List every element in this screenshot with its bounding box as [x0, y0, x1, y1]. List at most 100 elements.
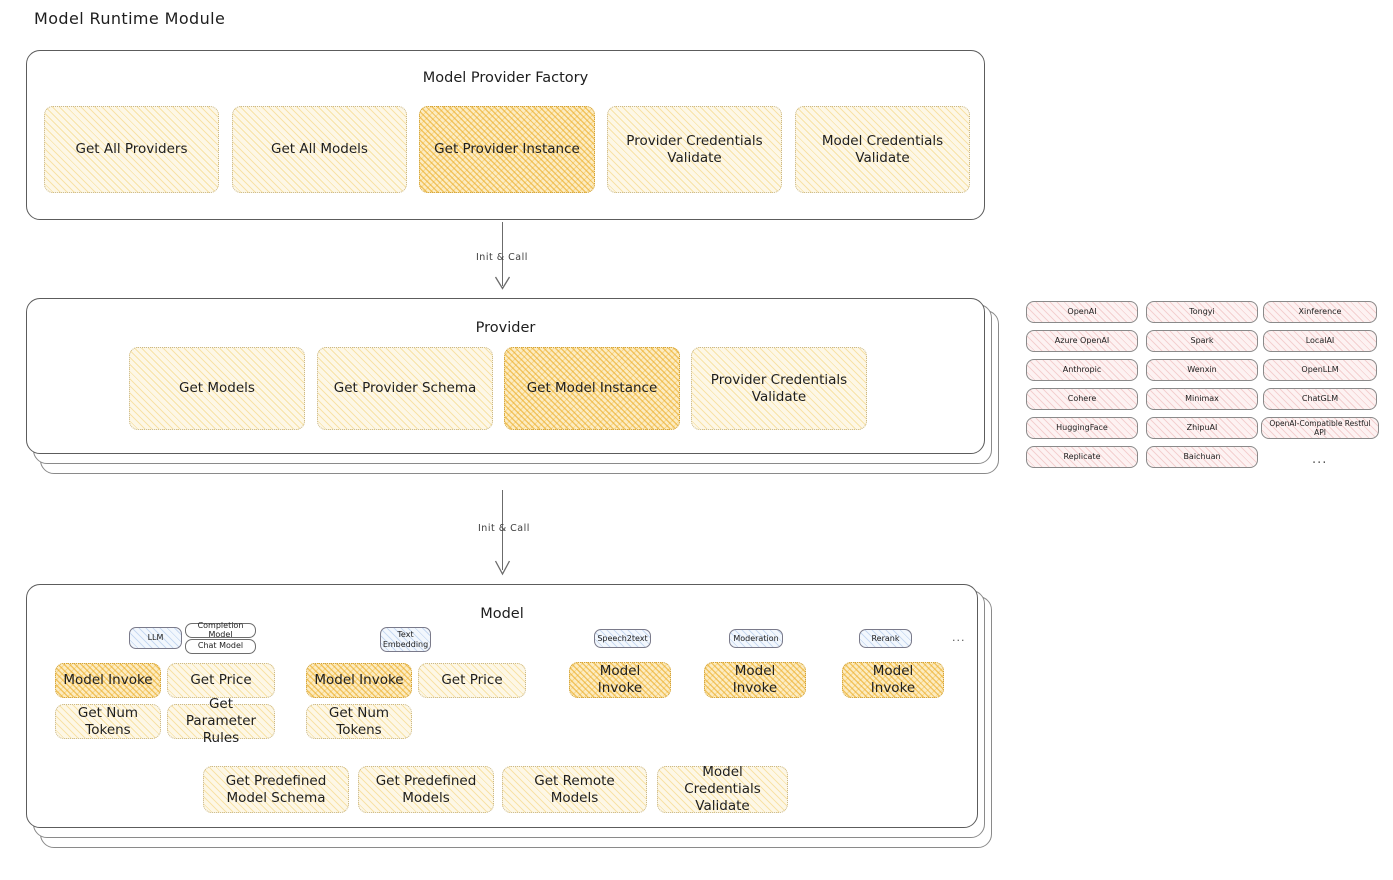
- provider-item-get-model-instance[interactable]: Get Model Instance: [504, 347, 680, 430]
- model-op-llm-model-invoke[interactable]: Model Invoke: [55, 663, 161, 698]
- model-op-llm-get-parameter-rules[interactable]: Get Parameter Rules: [167, 696, 275, 746]
- model-type-badge-llm[interactable]: LLM: [129, 627, 182, 649]
- model-op-label: Get Num Tokens: [328, 704, 390, 738]
- provider-chip-label: Spark: [1190, 336, 1214, 346]
- model-title: Model: [480, 606, 524, 622]
- provider-chip-label: Anthropic: [1062, 365, 1102, 375]
- provider-item-get-provider-schema[interactable]: Get Provider Schema: [317, 347, 493, 430]
- provider-chip-label: Xinference: [1298, 307, 1342, 317]
- model-common-op-get-predefined-model-schema[interactable]: Get Predefined Model Schema: [203, 766, 349, 813]
- factory-item-get-provider-instance[interactable]: Get Provider Instance: [419, 106, 595, 193]
- factory-item-label: Get Provider Instance: [434, 141, 580, 158]
- model-type-badge-moderation[interactable]: Moderation: [729, 629, 783, 648]
- provider-chip-label: Azure OpenAI: [1054, 336, 1110, 346]
- model-type-badge-label: LLM: [147, 633, 164, 643]
- model-type-badge-label: Moderation: [733, 633, 779, 643]
- model-type-badge-text-embedding[interactable]: Text Embedding: [380, 627, 431, 652]
- factory-item-label: Provider Credentials Validate: [626, 132, 763, 166]
- provider-chip-localai[interactable]: LocalAI: [1263, 330, 1377, 352]
- model-common-op-label: Model Credentials Validate: [684, 764, 761, 814]
- provider-chip-openllm[interactable]: OpenLLM: [1263, 359, 1377, 381]
- model-common-op-label: Get Predefined Models: [375, 772, 477, 806]
- provider-chip-label: ChatGLM: [1301, 394, 1339, 404]
- page-title: Model Runtime Module: [34, 9, 226, 28]
- provider-chip-spark[interactable]: Spark: [1146, 330, 1258, 352]
- model-op-moderation-model-invoke[interactable]: Model Invoke: [704, 662, 806, 698]
- model-op-text-embedding-get-price[interactable]: Get Price: [418, 663, 526, 698]
- provider-chip-zhipuai[interactable]: ZhipuAI: [1146, 417, 1258, 439]
- model-op-label: Model Invoke: [732, 663, 778, 696]
- model-subtype-badge-completion-model[interactable]: Completion Model: [185, 621, 256, 638]
- model-provider-factory-title: Model Provider Factory: [422, 70, 589, 86]
- provider-chip-label: ZhipuAI: [1186, 423, 1218, 433]
- model-op-label: Model Invoke: [63, 672, 153, 689]
- provider-item-label: Provider Credentials Validate: [710, 371, 848, 405]
- model-common-op-model-credentials-validate[interactable]: Model Credentials Validate: [657, 764, 788, 814]
- provider-list-more: ...: [1312, 452, 1328, 467]
- model-op-llm-get-num-tokens[interactable]: Get Num Tokens: [55, 704, 161, 739]
- model-op-label: Get Parameter Rules: [185, 696, 257, 746]
- provider-chip-replicate[interactable]: Replicate: [1026, 446, 1138, 468]
- factory-item-label: Get All Providers: [75, 141, 188, 158]
- arrow-provider-to-model-head: [494, 560, 511, 576]
- provider-chip-label: Wenxin: [1187, 365, 1217, 375]
- model-op-label: Model Invoke: [314, 672, 404, 689]
- model-types-more: ...: [952, 631, 966, 644]
- provider-chip-cohere[interactable]: Cohere: [1026, 388, 1138, 410]
- provider-item-label: Get Provider Schema: [333, 380, 477, 397]
- arrow-provider-to-model-label: Init & Call: [478, 523, 530, 534]
- model-type-badge-label: Speech2text: [597, 633, 648, 643]
- factory-item-label: Get All Models: [271, 141, 368, 158]
- provider-chip-anthropic[interactable]: Anthropic: [1026, 359, 1138, 381]
- arrow-factory-to-provider-head: [494, 276, 511, 290]
- model-common-op-label: Get Predefined Model Schema: [225, 772, 327, 806]
- provider-chip-baichuan[interactable]: Baichuan: [1146, 446, 1258, 468]
- model-common-op-get-predefined-models[interactable]: Get Predefined Models: [358, 766, 494, 813]
- factory-item-provider-credentials-validate[interactable]: Provider Credentials Validate: [607, 106, 782, 193]
- factory-item-get-all-providers[interactable]: Get All Providers: [44, 106, 219, 193]
- model-op-label: Get Price: [441, 672, 503, 689]
- provider-chip-tongyi[interactable]: Tongyi: [1146, 301, 1258, 323]
- model-op-llm-get-price[interactable]: Get Price: [167, 663, 275, 698]
- provider-chip-label: OpenLLM: [1301, 365, 1339, 375]
- provider-chip-label: OpenAI-Compatible Restful API: [1269, 418, 1371, 437]
- model-subtype-badge-label: Chat Model: [197, 641, 244, 651]
- model-op-text-embedding-get-num-tokens[interactable]: Get Num Tokens: [306, 704, 412, 739]
- provider-title: Provider: [475, 320, 536, 336]
- arrow-provider-to-model-line: [502, 490, 504, 570]
- provider-chip-label: Tongyi: [1189, 307, 1215, 317]
- provider-chip-wenxin[interactable]: Wenxin: [1146, 359, 1258, 381]
- model-type-badge-label: Text Embedding: [382, 630, 429, 649]
- model-op-speech2text-model-invoke[interactable]: Model Invoke: [569, 662, 671, 698]
- provider-chip-label: Baichuan: [1183, 452, 1221, 462]
- provider-chip-xinference[interactable]: Xinference: [1263, 301, 1377, 323]
- model-type-badge-rerank[interactable]: Rerank: [859, 629, 912, 648]
- provider-item-provider-credentials-validate[interactable]: Provider Credentials Validate: [691, 347, 867, 430]
- model-op-rerank-model-invoke[interactable]: Model Invoke: [842, 662, 944, 698]
- provider-chip-label: OpenAI: [1067, 307, 1097, 317]
- provider-chip-openai[interactable]: OpenAI: [1026, 301, 1138, 323]
- model-common-op-label: Get Remote Models: [534, 772, 615, 806]
- provider-chip-huggingface[interactable]: HuggingFace: [1026, 417, 1138, 439]
- model-op-text-embedding-model-invoke[interactable]: Model Invoke: [306, 663, 412, 698]
- model-op-label: Model Invoke: [597, 663, 643, 696]
- provider-chip-label: Replicate: [1063, 452, 1101, 462]
- arrow-factory-to-provider-label: Init & Call: [476, 252, 528, 263]
- provider-chip-minimax[interactable]: Minimax: [1146, 388, 1258, 410]
- model-op-label: Get Price: [190, 672, 252, 689]
- provider-item-label: Get Model Instance: [526, 380, 658, 397]
- factory-item-model-credentials-validate[interactable]: Model Credentials Validate: [795, 106, 970, 193]
- provider-chip-label: HuggingFace: [1056, 423, 1108, 433]
- factory-item-label: Model Credentials Validate: [821, 132, 944, 166]
- provider-chip-chatglm[interactable]: ChatGLM: [1263, 388, 1377, 410]
- model-op-label: Get Num Tokens: [77, 704, 139, 738]
- provider-chip-label: LocalAI: [1305, 336, 1335, 346]
- provider-chip-label: Minimax: [1185, 394, 1219, 404]
- provider-item-get-models[interactable]: Get Models: [129, 347, 305, 430]
- provider-chip-openai-compatible-restful-api[interactable]: OpenAI-Compatible Restful API: [1261, 417, 1379, 439]
- model-common-op-get-remote-models[interactable]: Get Remote Models: [502, 766, 647, 813]
- model-subtype-badge-chat-model[interactable]: Chat Model: [185, 639, 256, 654]
- provider-chip-azure-openai[interactable]: Azure OpenAI: [1026, 330, 1138, 352]
- factory-item-get-all-models[interactable]: Get All Models: [232, 106, 407, 193]
- model-type-badge-speech2text[interactable]: Speech2text: [594, 629, 651, 648]
